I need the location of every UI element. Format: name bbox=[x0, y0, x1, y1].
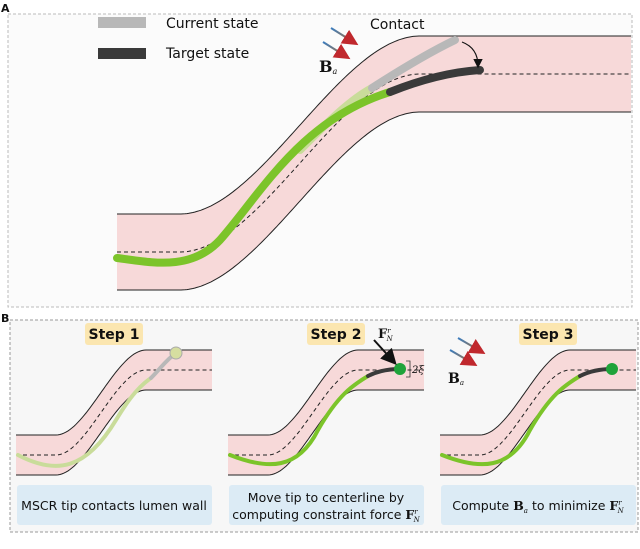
robot-target-state bbox=[386, 66, 484, 96]
step-title: Step 1 bbox=[89, 327, 140, 343]
lumen bbox=[117, 36, 631, 290]
tip-contact-dot bbox=[169, 346, 183, 360]
tip-target-dot bbox=[606, 363, 618, 375]
lumen-wall-top bbox=[440, 349, 636, 436]
vessel-a bbox=[113, 35, 631, 291]
panel-b-label: B bbox=[1, 312, 9, 325]
robot-body bbox=[16, 376, 153, 468]
step-panel-1: Step 1 MSCR tip contacts lumen wall bbox=[16, 323, 212, 525]
step-badge bbox=[519, 323, 577, 345]
step-panel-2: Step 2 Move tip to centerline by computing… bbox=[228, 323, 424, 525]
legend-target-swatch bbox=[98, 48, 146, 59]
step-badge bbox=[85, 323, 143, 345]
caption-text: MSCR tip contacts lumen wall bbox=[21, 498, 207, 513]
gap-bracket bbox=[406, 360, 411, 378]
force-arrow-icon bbox=[373, 339, 397, 365]
field-label: Ba bbox=[448, 371, 464, 387]
step-badge bbox=[307, 323, 365, 345]
caption-box bbox=[17, 485, 212, 525]
lumen bbox=[16, 350, 212, 475]
caption-box bbox=[441, 485, 636, 525]
centerline bbox=[117, 73, 631, 253]
field-arrow-icon bbox=[449, 349, 478, 367]
robot-body bbox=[440, 374, 582, 467]
lumen-wall-bottom bbox=[117, 111, 631, 291]
legend-target-label: Target state bbox=[165, 46, 249, 62]
lumen bbox=[440, 350, 636, 475]
field-label-a: Ba bbox=[319, 57, 338, 76]
lumen-wall-bottom bbox=[16, 389, 212, 476]
contact-label: Contact bbox=[370, 17, 425, 33]
field-arrow-icon bbox=[330, 27, 359, 46]
caption-text: Move tip to centerline by bbox=[248, 490, 405, 505]
tip-target-dot bbox=[394, 363, 406, 375]
robot-body bbox=[228, 374, 370, 467]
step-title: Step 2 bbox=[311, 327, 362, 343]
caption-box bbox=[229, 485, 424, 525]
panel-a-label: A bbox=[1, 2, 10, 15]
robot-body bbox=[113, 88, 394, 267]
lumen-wall-top bbox=[117, 35, 631, 215]
field-arrow-icon bbox=[322, 41, 351, 60]
step-title: Step 3 bbox=[523, 327, 574, 343]
legend-current-label: Current state bbox=[166, 16, 259, 32]
robot-current-state bbox=[368, 36, 459, 92]
lumen bbox=[228, 350, 424, 475]
gap-label: 2ξ bbox=[411, 365, 424, 376]
legend-current-swatch bbox=[98, 17, 146, 28]
contact-arrow-icon bbox=[461, 41, 483, 69]
field-arrow-icon bbox=[457, 337, 486, 355]
